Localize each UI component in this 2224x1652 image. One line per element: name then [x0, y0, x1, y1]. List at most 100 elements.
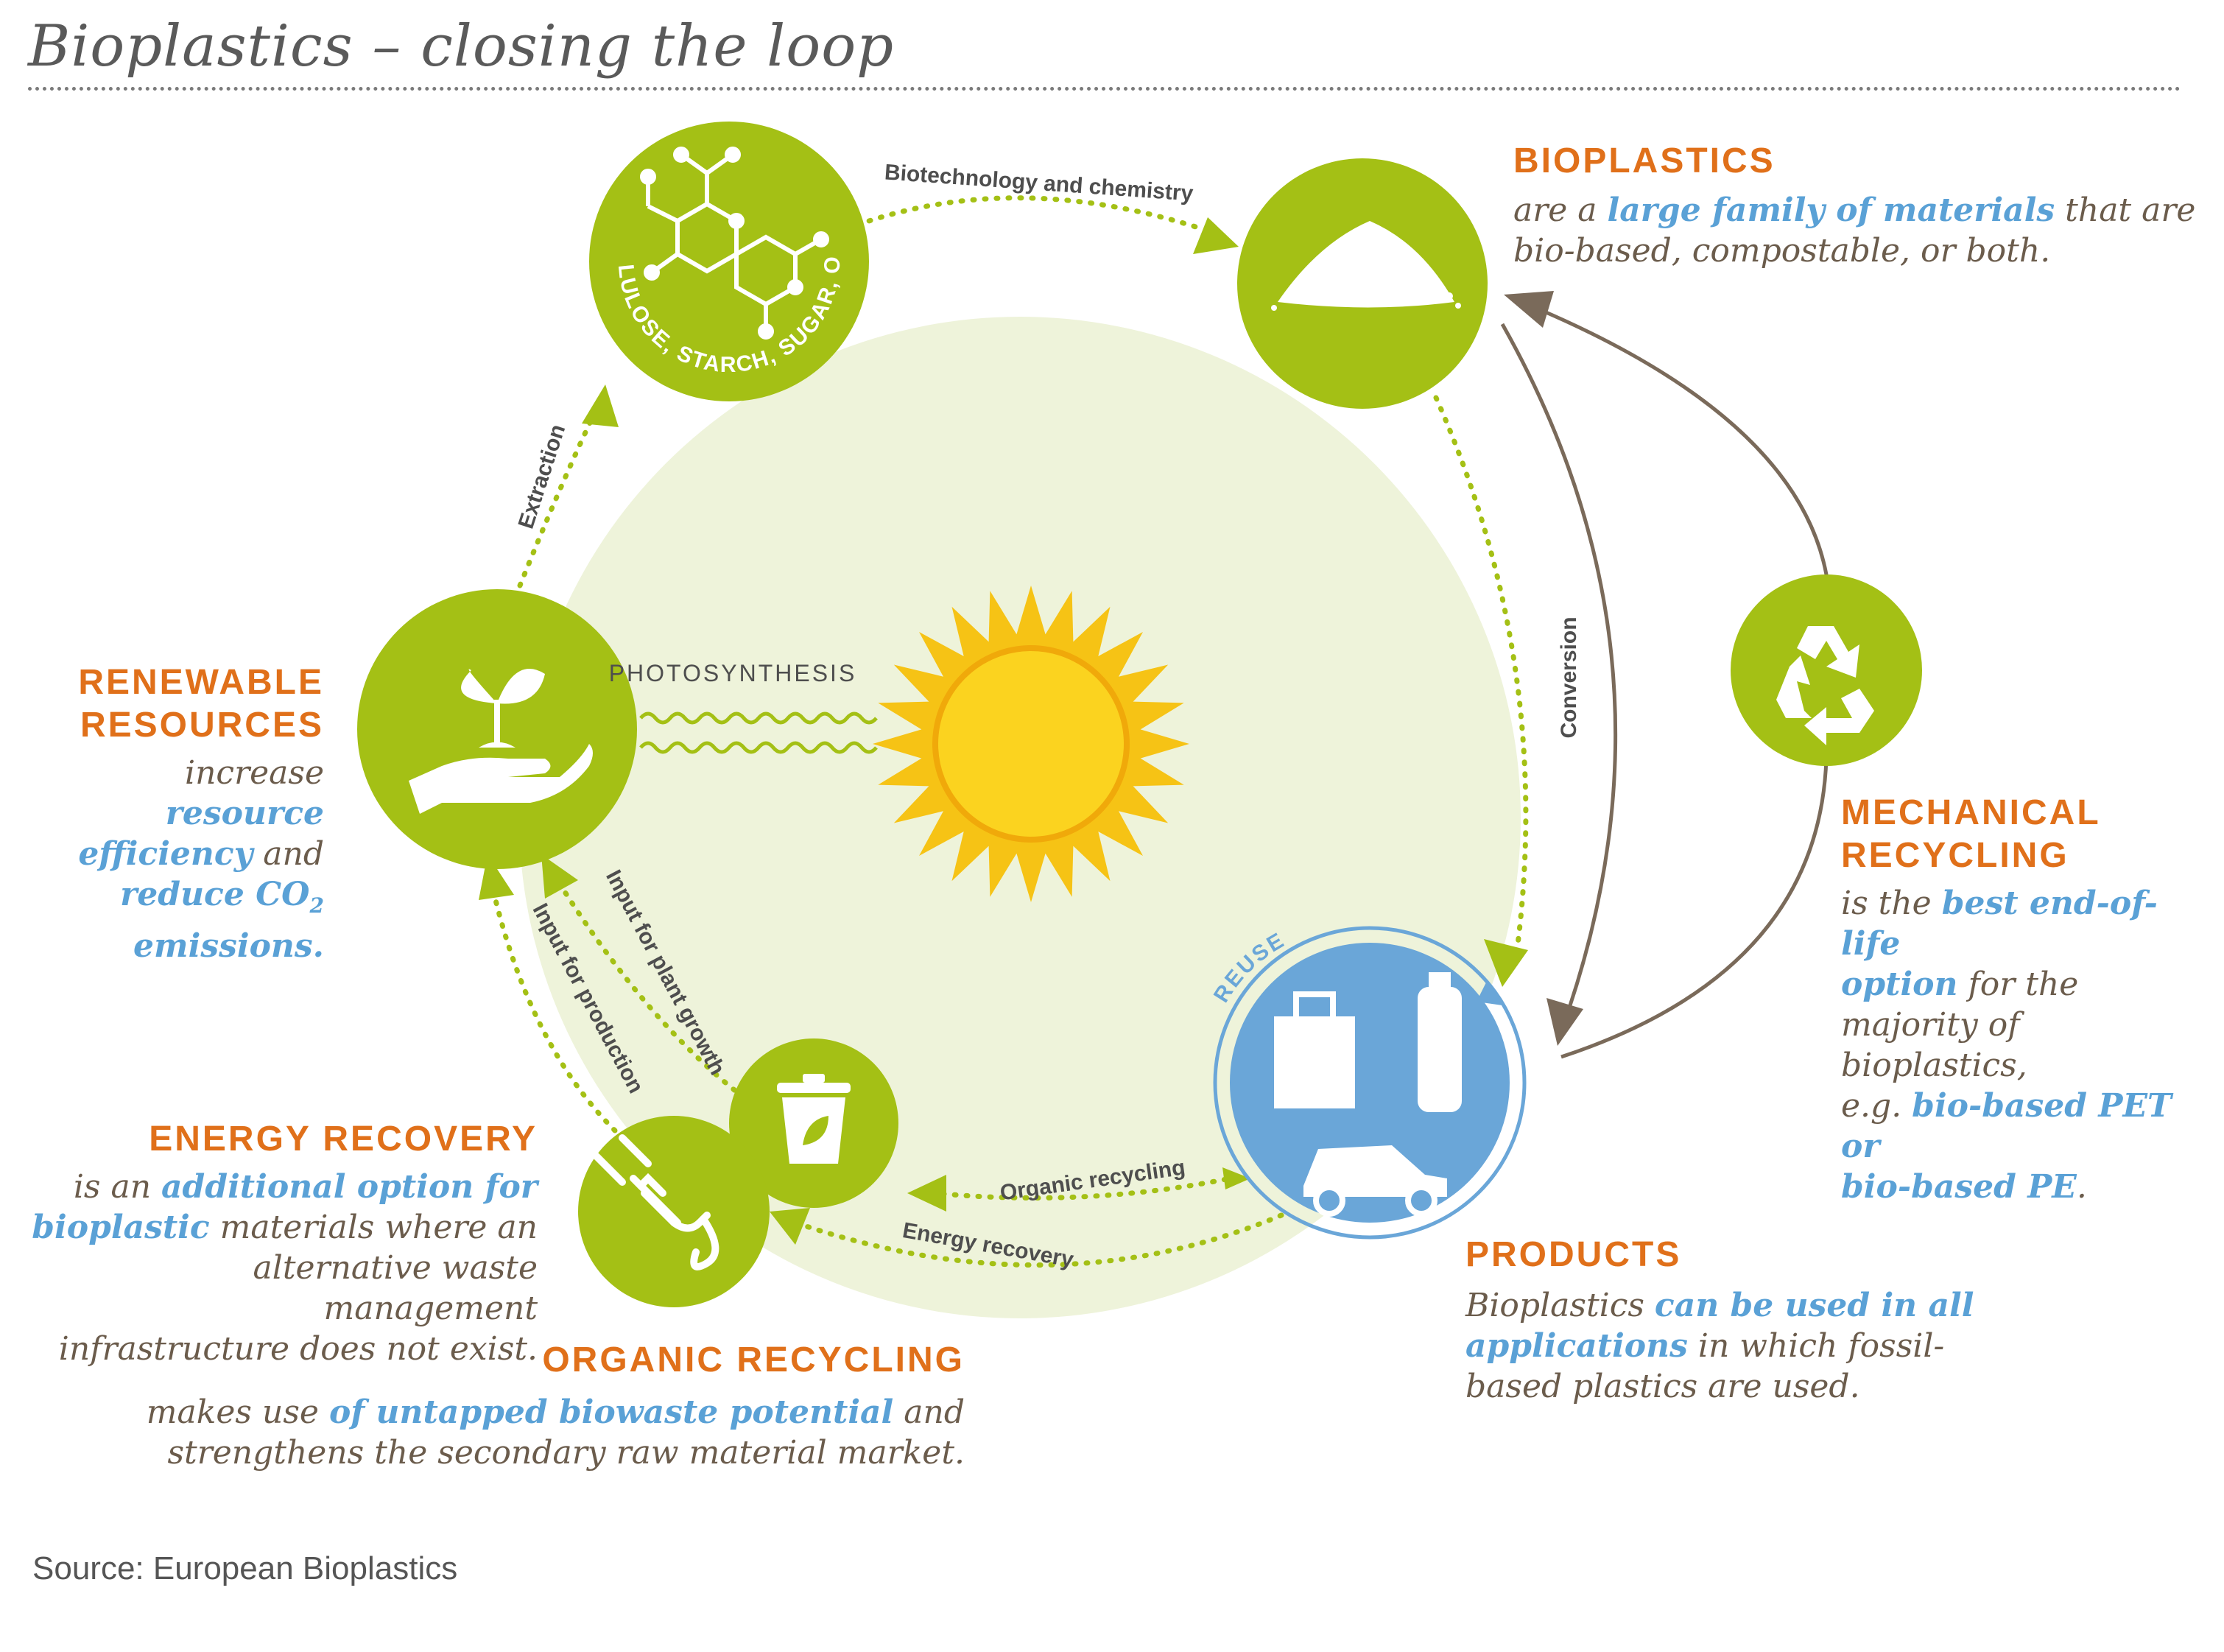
- biotech-label: Biotechnology and chemistry: [884, 160, 1194, 205]
- text-run: is an: [73, 1168, 162, 1206]
- highlight-run: best end-of-life: [1841, 885, 2158, 963]
- energy-text-block: ENERGY RECOVERY is an additional option …: [29, 1118, 538, 1369]
- organic-text-block: ORGANIC RECYCLING makes use of untapped …: [133, 1339, 965, 1473]
- mechanical-heading: MECHANICAL RECYCLING: [1841, 792, 2209, 877]
- highlight-run: additional option for: [161, 1168, 538, 1206]
- title-divider: [28, 87, 2181, 91]
- car-icon: [1303, 1145, 1447, 1197]
- organic-heading: ORGANIC RECYCLING: [542, 1340, 965, 1379]
- products-text-block: PRODUCTS Bioplastics can be used in all …: [1465, 1234, 1996, 1407]
- heading-line: RECYCLING: [1841, 836, 2069, 875]
- highlight-run: large family of materials: [1607, 191, 2055, 229]
- text-run: are a: [1513, 191, 1608, 229]
- plant-growth-arrowhead: [541, 854, 578, 899]
- extraction-label: Extraction: [514, 421, 571, 532]
- text-run: and: [893, 1393, 965, 1431]
- highlight-run: efficiency: [78, 835, 253, 873]
- mechanical-text-block: MECHANICAL RECYCLING is the best end-of-…: [1841, 792, 2209, 1207]
- heading-line: MECHANICAL: [1841, 793, 2101, 832]
- bag-handle-icon: [1293, 991, 1336, 1016]
- feedstock-node: CELLULOSE, STARCH, SUGAR, OILS: [0, 0, 869, 401]
- energy-arrow-path: [792, 1212, 1284, 1268]
- highlight-run: bio-based PET or: [1841, 1087, 2172, 1165]
- hand-plant-icon: [409, 669, 593, 814]
- bioplastics-text-block: BIOPLASTICS are a large family of materi…: [1513, 140, 2198, 271]
- subscript-run: 2: [309, 893, 324, 918]
- text-run: based plastics are used.: [1465, 1368, 1860, 1405]
- organic-tail-arrowhead: [1222, 1167, 1250, 1189]
- highlight-run: bio-based PE: [1841, 1168, 2077, 1206]
- biotech-arrowhead: [1193, 217, 1239, 254]
- recycle-node: [1731, 574, 1922, 766]
- text-run: that are: [2055, 191, 2196, 229]
- highlight-run: can be used in all: [1654, 1287, 1974, 1324]
- reuse-arrowhead: [1477, 980, 1502, 1005]
- text-run: for the: [1957, 966, 2079, 1003]
- text-run: in which fossil-: [1687, 1327, 1945, 1365]
- renewable-text-block: RENEWABLE RESOURCES increase resource ef…: [29, 661, 324, 966]
- products-icon: [1274, 972, 1462, 1217]
- plug-icon: [593, 1134, 719, 1270]
- highlight-run: applications: [1465, 1327, 1688, 1365]
- organic-description: makes use of untapped biowaste potential…: [133, 1392, 965, 1473]
- bioplastics-heading: BIOPLASTICS: [1513, 141, 1776, 180]
- energy-description: is an additional option for bioplastic m…: [29, 1167, 538, 1369]
- mechanical-description: is the best end-of-life option for the m…: [1841, 883, 2209, 1207]
- renewable-node: [357, 589, 637, 869]
- renewable-description: increase resource efficiency and reduce …: [29, 753, 324, 966]
- source-note: Source: European Bioplastics: [32, 1550, 458, 1586]
- text-run: materials where an: [209, 1209, 538, 1246]
- molecule-icon: [640, 147, 829, 340]
- bottle-icon: [1418, 987, 1462, 1112]
- heading-line: RENEWABLE: [78, 663, 324, 702]
- products-node: REUSE: [1209, 926, 1527, 1240]
- page-title: Bioplastics – closing the loop: [28, 13, 895, 80]
- text-run: alternative waste management: [253, 1249, 538, 1327]
- mech-up-arrowhead: [1504, 291, 1554, 328]
- bioplastics-node: [1237, 158, 1488, 409]
- organic-arrowhead: [907, 1175, 946, 1212]
- powder-icon: [1271, 221, 1461, 311]
- heading-line: RESOURCES: [80, 706, 324, 745]
- organic-arrow-path: [932, 1174, 1240, 1201]
- plant-growth-arrow-path: [557, 881, 747, 1100]
- highlight-run: resource: [165, 795, 324, 832]
- highlight-run: reduce CO: [120, 876, 310, 913]
- text-run: infrastructure does not exist.: [58, 1330, 538, 1368]
- extraction-arrowhead: [582, 384, 619, 427]
- text-run: Bioplastics: [1465, 1287, 1655, 1324]
- text-run: e.g.: [1841, 1087, 1912, 1125]
- highlight-run: emissions.: [133, 927, 324, 965]
- mech-down-arrowhead: [1546, 998, 1583, 1046]
- energy-node: [578, 1116, 770, 1307]
- photosynthesis-label: PHOTOSYNTHESIS: [609, 660, 857, 686]
- text-run: .: [2076, 1168, 2087, 1206]
- conversion-label: Conversion: [1557, 616, 1581, 738]
- text-run: majority of bioplastics,: [1841, 1006, 2027, 1084]
- sun-icon: [873, 586, 1189, 902]
- mech-arc-down: [1500, 323, 1618, 1032]
- biotech-arrow-path: [855, 195, 1203, 231]
- compost-bin-icon: [777, 1074, 851, 1164]
- text-run: strengthens the secondary raw material m…: [167, 1434, 965, 1472]
- text-run: increase: [185, 754, 324, 792]
- bioplastics-description: are a large family of materials that are…: [1513, 190, 2198, 271]
- compost-node: [729, 1038, 898, 1208]
- text-run: is the: [1841, 885, 1942, 922]
- photosynthesis-waves: [639, 711, 878, 754]
- conversion-arrow-path: [1433, 395, 1529, 953]
- highlight-run: bioplastic: [32, 1209, 210, 1246]
- recycle-icon: [1776, 626, 1874, 745]
- highlight-run: of untapped biowaste potential: [328, 1393, 894, 1431]
- renewable-heading: RENEWABLE RESOURCES: [29, 661, 324, 747]
- products-heading: PRODUCTS: [1465, 1235, 1682, 1274]
- products-description: Bioplastics can be used in all applicati…: [1465, 1285, 1996, 1407]
- bag-icon: [1274, 1016, 1355, 1108]
- text-run: makes use: [146, 1393, 329, 1431]
- energy-heading: ENERGY RECOVERY: [149, 1120, 538, 1159]
- highlight-run: option: [1841, 966, 1958, 1003]
- energy-arrowhead: [770, 1208, 810, 1245]
- text-run: and: [253, 835, 324, 873]
